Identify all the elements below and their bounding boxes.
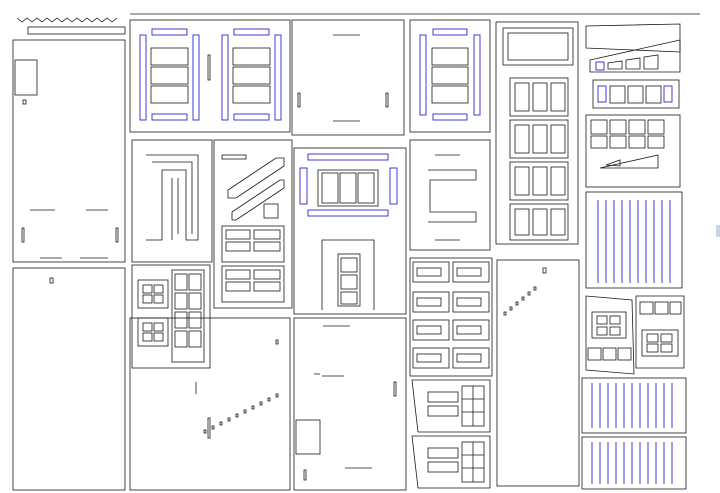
- corrugated-roof-panels: [581, 191, 687, 490]
- tall-floor-panel: [496, 259, 580, 487]
- window-frame-grid: [131, 264, 211, 369]
- window-b: [221, 28, 282, 121]
- floor-panel-a: [291, 19, 405, 136]
- skewed-door-panels: [411, 379, 491, 489]
- stair-wall-panel: [131, 139, 213, 263]
- side-wall-left-upper: [12, 39, 126, 263]
- side-wall-left-lower: [12, 267, 126, 491]
- roof-trim-strip: [16, 17, 126, 35]
- edge-accent-mark: [716, 225, 720, 237]
- window-sash-set: [495, 21, 579, 245]
- small-window-frames: [585, 295, 685, 375]
- front-facade-single-window: [409, 19, 491, 133]
- window-a: [139, 28, 200, 121]
- stair-stringer: [213, 139, 293, 309]
- ramp-rail-panel: [293, 317, 407, 491]
- floor-panel-b: [409, 139, 491, 251]
- inner-floor-panel: [129, 317, 291, 491]
- door-facade-panel: [293, 147, 407, 315]
- skewed-window-panels: [585, 23, 681, 188]
- front-facade-double-window: [129, 19, 291, 133]
- gable-wall-engraved: [409, 257, 493, 377]
